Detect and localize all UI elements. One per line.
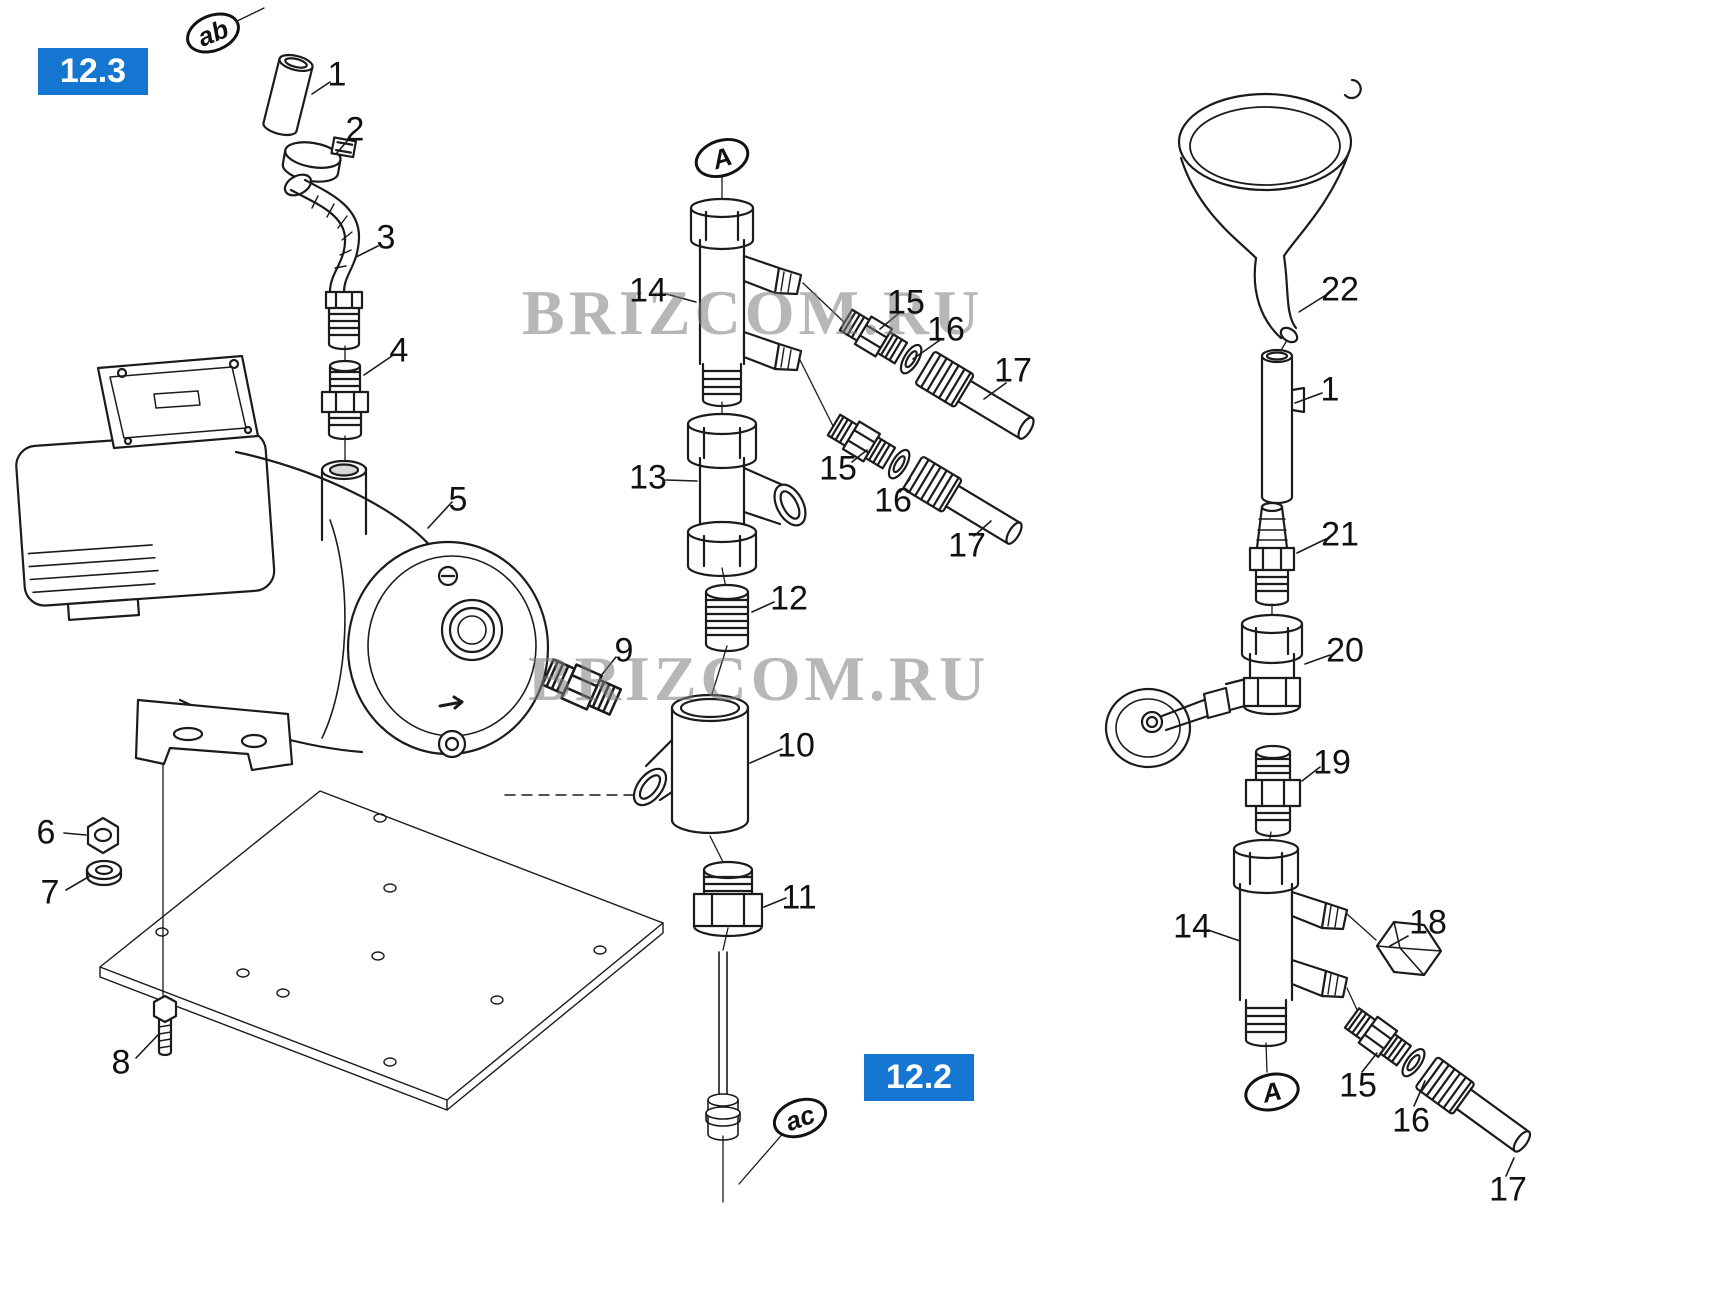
part-14-distributor-tee-mid	[689, 197, 803, 408]
part-callout-4: 4	[389, 331, 409, 370]
part-callout-16: 16	[1392, 1101, 1430, 1140]
part-1-tube-right	[1260, 348, 1306, 505]
base-plate	[99, 790, 664, 1111]
part-11-bushing	[692, 860, 764, 938]
part-callout-10: 10	[777, 726, 815, 765]
part-callout-9: 9	[614, 631, 634, 670]
part-5-pump	[15, 354, 550, 772]
part-callout-15: 15	[887, 283, 925, 322]
part-4-adapter	[320, 359, 370, 441]
part-callout-12: 12	[770, 579, 808, 618]
part-callout-16: 16	[874, 481, 912, 520]
part-20-valve	[1104, 613, 1304, 769]
part-callout-16: 16	[927, 310, 965, 349]
part-callout-7: 7	[40, 873, 60, 912]
part-callout-17: 17	[994, 351, 1032, 390]
section-ref-12-3[interactable]: 12.3	[38, 48, 148, 95]
leader-lines	[63, 81, 1515, 1177]
part-callout-6: 6	[36, 813, 56, 852]
part-22-funnel	[1177, 78, 1362, 344]
part-14-distributor-tee-right	[1232, 838, 1349, 1048]
part-callout-20: 20	[1326, 631, 1364, 670]
part-callout-14: 14	[1173, 907, 1211, 946]
part-callout-22: 22	[1321, 270, 1359, 309]
section-ref-12-2[interactable]: 12.2	[864, 1054, 974, 1101]
part-callout-13: 13	[629, 458, 667, 497]
part-callout-1: 1	[1320, 370, 1340, 409]
part-12-nipple	[704, 583, 750, 653]
part-callout-17: 17	[948, 526, 986, 565]
part-10-elbow	[632, 693, 750, 835]
part-callout-18: 18	[1409, 903, 1447, 942]
part-1-hose-piece	[262, 53, 314, 137]
part-callout-15: 15	[1339, 1066, 1377, 1105]
part-19-adapter	[1244, 744, 1302, 838]
part-8-bolt	[152, 994, 178, 1057]
part-18-plug	[1375, 920, 1443, 977]
part-7-washer	[85, 859, 123, 887]
part-callout-3: 3	[376, 218, 396, 257]
part-callout-19: 19	[1313, 743, 1351, 782]
explode-axis-lines	[162, 7, 1377, 1203]
part-callout-17: 17	[1489, 1170, 1527, 1209]
part-21-hose-barb	[1248, 501, 1296, 607]
part-callout-11: 11	[781, 878, 817, 917]
part-callout-21: 21	[1321, 515, 1359, 554]
part-callout-1: 1	[327, 55, 347, 94]
part-callout-2: 2	[345, 110, 365, 149]
part-3-suction-hose	[283, 173, 364, 351]
part-callout-8: 8	[111, 1043, 131, 1082]
part-callout-15: 15	[819, 449, 857, 488]
part-drain-rod	[705, 951, 741, 1141]
part-callout-14: 14	[629, 271, 667, 310]
part-6-nut	[86, 816, 120, 855]
part-callout-5: 5	[448, 480, 468, 519]
part-13-tee	[686, 412, 807, 578]
